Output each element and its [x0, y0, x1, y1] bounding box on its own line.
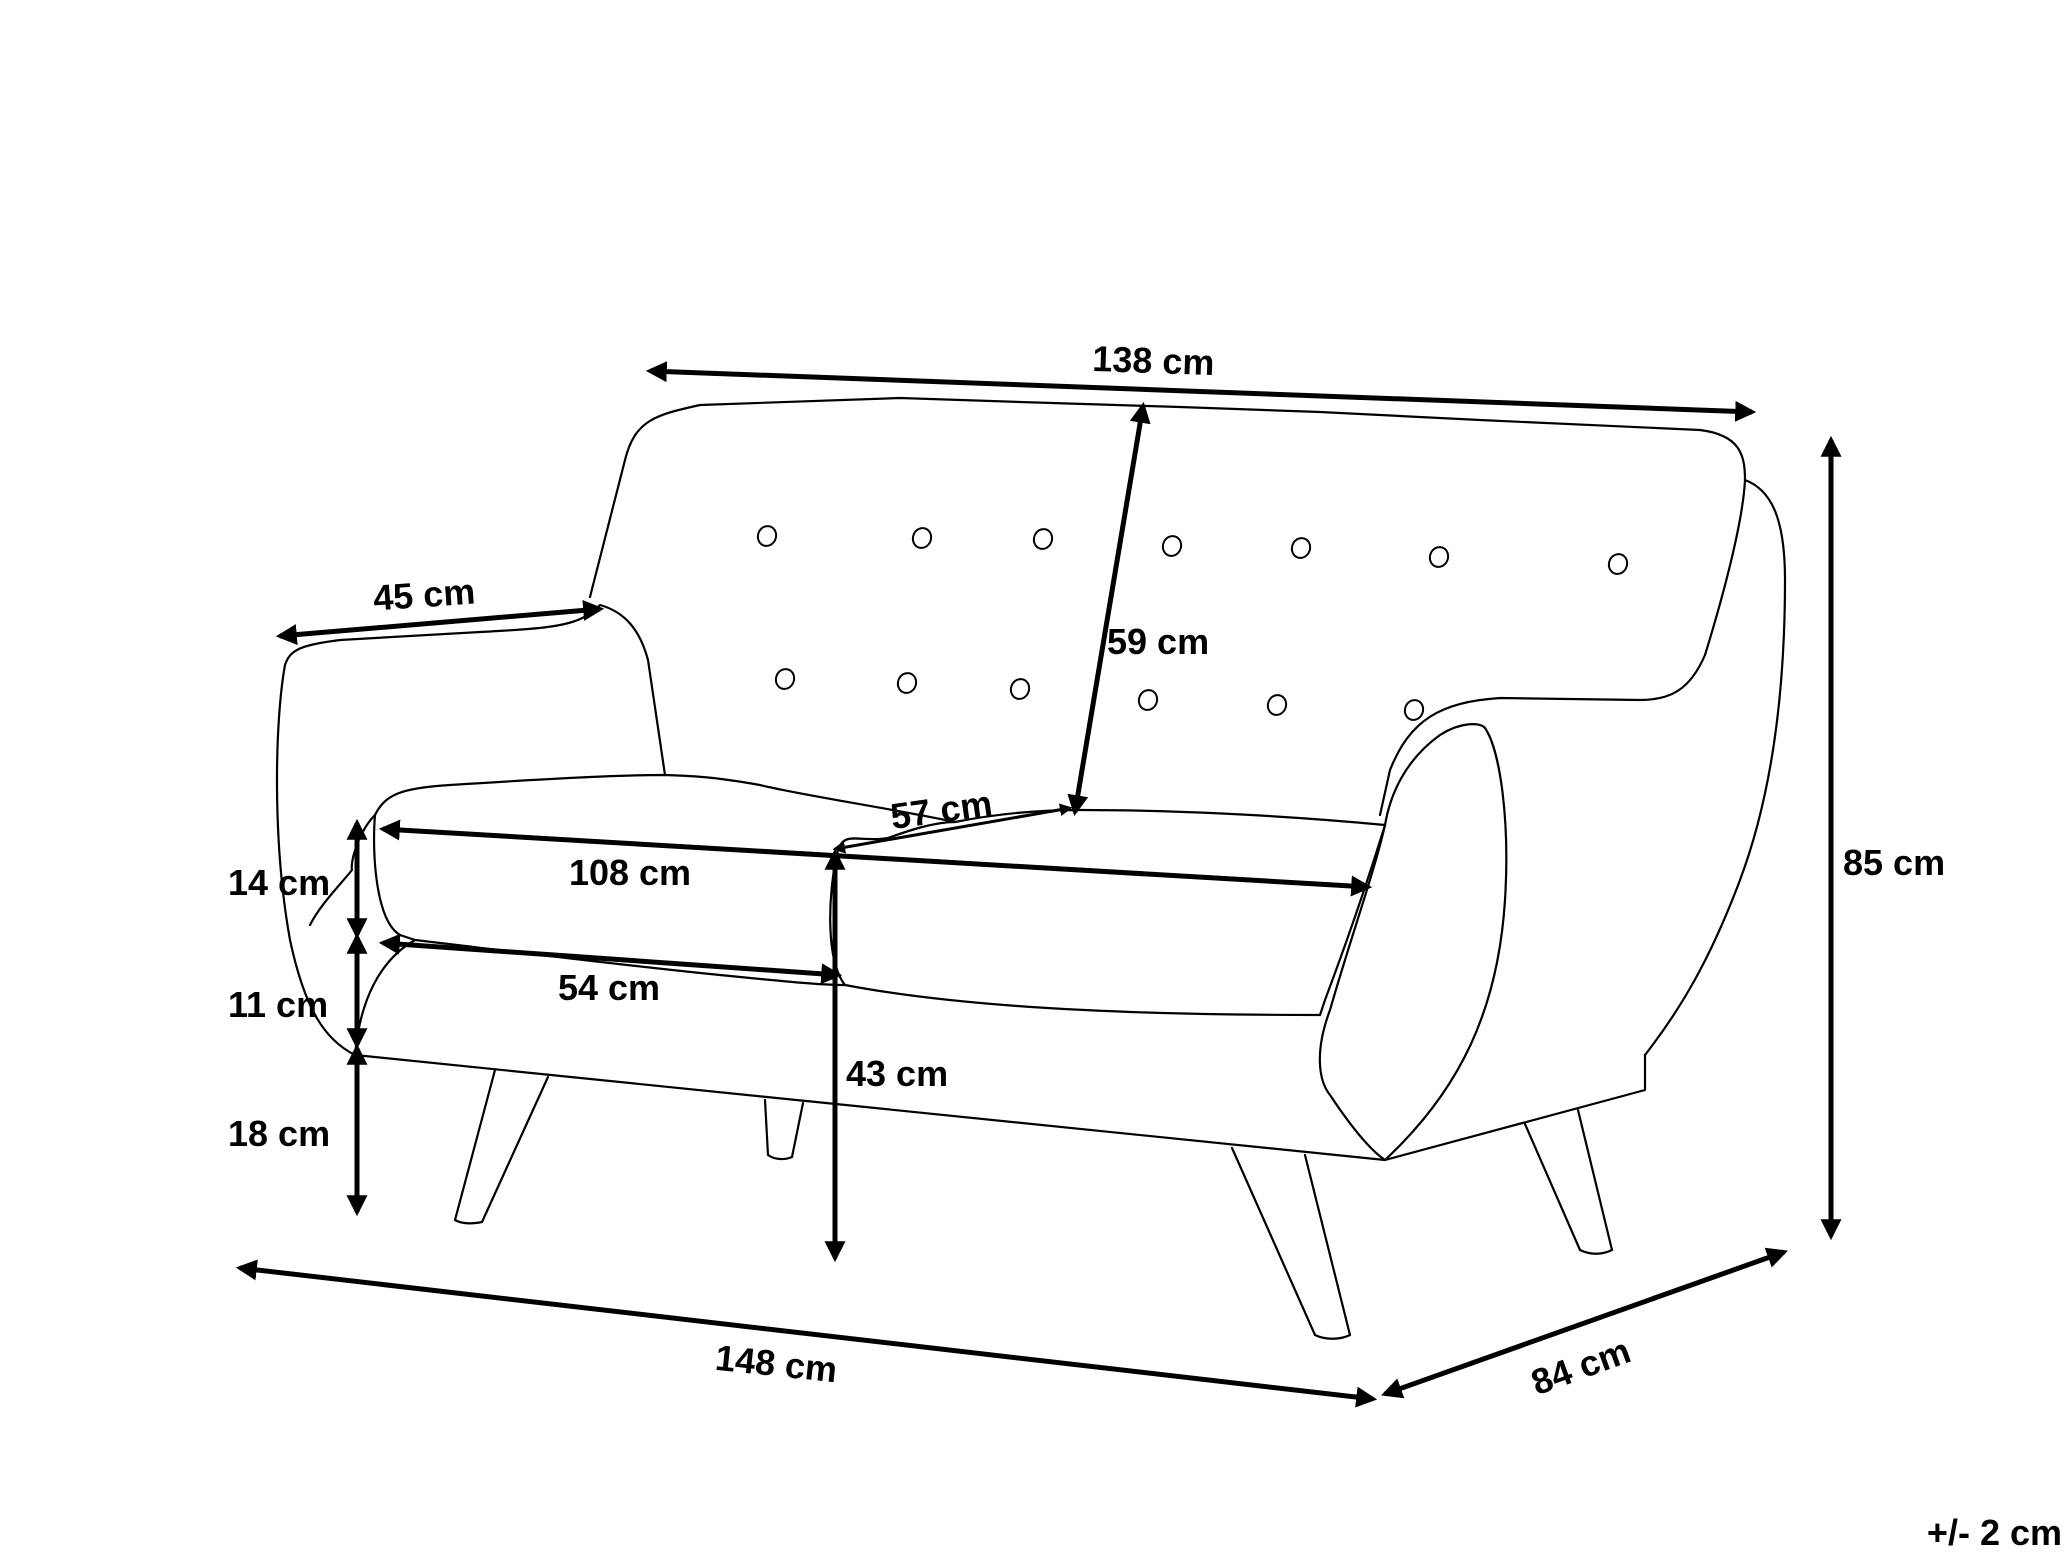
label-backrest-height: 59 cm: [1107, 621, 1209, 662]
tuft-button: [1403, 699, 1425, 721]
tuft-button: [756, 525, 778, 547]
label-seat-depth: 57 cm: [888, 782, 995, 837]
sofa-seat-cushion-right: [843, 808, 1387, 1017]
tuft-button: [911, 527, 933, 549]
label-tolerance: +/- 2 cm: [1927, 1512, 2062, 1553]
dim-line-148: [235, 1259, 1378, 1408]
dim-line-45: [275, 599, 605, 646]
tuft-button: [1428, 546, 1450, 568]
tuft-button: [1607, 553, 1629, 575]
dim-line-84: [1381, 1247, 1788, 1399]
tuft-button: [1266, 694, 1288, 716]
label-leg-height: 18 cm: [228, 1113, 330, 1154]
dim-line-54: [378, 933, 843, 985]
label-overall-back-width: 138 cm: [1092, 338, 1215, 383]
tuft-button: [1032, 528, 1054, 550]
label-total-height: 85 cm: [1843, 842, 1945, 883]
sofa-backrest: [588, 396, 1747, 817]
sofa-leg-back-left: [763, 1098, 805, 1161]
label-seat-base-height: 11 cm: [228, 984, 328, 1025]
dimension-lines: [235, 361, 1842, 1408]
label-cushion-thickness: 14 cm: [228, 862, 330, 903]
sofa-leg-back-right: [1523, 1108, 1614, 1255]
label-armrest-depth: 45 cm: [372, 571, 477, 619]
tuft-button: [896, 672, 918, 694]
label-total-width: 148 cm: [713, 1337, 839, 1391]
sofa-leg-front-left: [453, 1068, 550, 1225]
label-seat-cushion-width: 54 cm: [558, 967, 660, 1008]
dim-line-108: [378, 819, 1373, 897]
tuft-button: [774, 668, 796, 690]
tuft-button: [1290, 537, 1312, 559]
tuft-button: [1009, 678, 1031, 700]
sofa-base: [308, 813, 1647, 1162]
label-seat-width: 108 cm: [569, 852, 691, 893]
tuft-button: [1137, 689, 1159, 711]
dim-line-59: [1067, 401, 1151, 817]
tufted-buttons: [756, 525, 1629, 721]
sofa-right-armrest: [1318, 478, 1787, 1162]
dim-line-138: [645, 361, 1757, 422]
tuft-button: [1161, 535, 1183, 557]
label-seat-height: 43 cm: [846, 1053, 948, 1094]
sofa-leg-front-right: [1230, 1146, 1352, 1340]
